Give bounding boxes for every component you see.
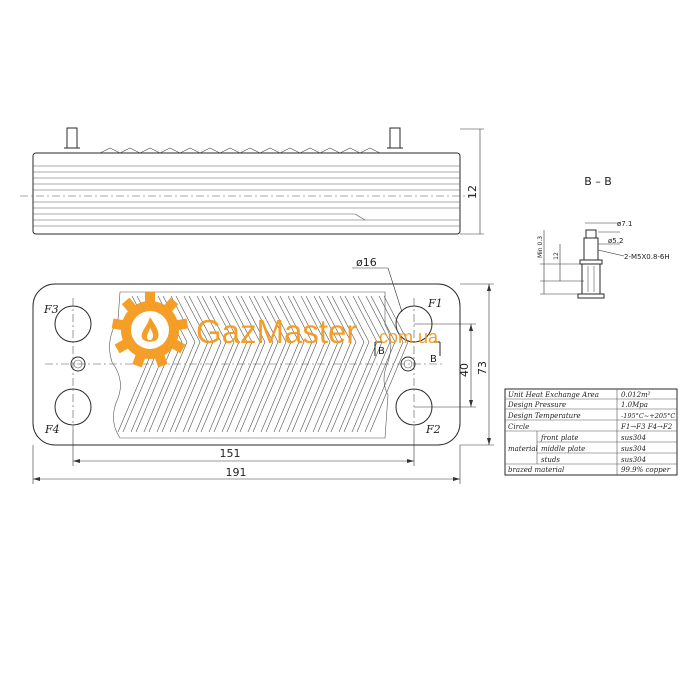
chevron-stroke (304, 295, 344, 433)
spec-value-studs: sus304 (621, 456, 646, 464)
dimensions: 151 191 40 73 (32, 283, 494, 484)
chevron-stroke (156, 295, 196, 433)
chevron-stroke (182, 295, 222, 433)
chevron-stroke (187, 295, 227, 433)
spec-label-area: Unit Heat Exchange Area (508, 391, 599, 399)
section-dim-2: ø5.2 (608, 237, 623, 245)
chevron-stroke (364, 295, 404, 433)
chevron-stroke (200, 295, 240, 433)
dim-40: 40 (458, 363, 471, 377)
stud-left (66, 127, 78, 149)
port-label-f1: F1 (427, 297, 443, 310)
port-label-f3: F3 (43, 303, 59, 316)
spec-sub-front-plate: front plate (540, 434, 579, 442)
spec-value-brazed: 99.9% copper (621, 466, 671, 474)
chevron-stroke (273, 295, 313, 433)
chevron-stroke (278, 295, 318, 433)
spec-value-front-plate: sus304 (621, 434, 646, 442)
section-mark-right: B (430, 354, 437, 365)
chevron-stroke (286, 295, 326, 433)
chevron-stroke (195, 295, 235, 433)
spec-label-pressure: Design Pressure (507, 401, 566, 409)
side-view: 12 (20, 127, 484, 235)
plate-outline (32, 283, 461, 446)
spec-value-area: 0.012m² (621, 391, 651, 399)
chevron-stroke (161, 295, 201, 433)
section-dim-3: 2-M5X0.8-6H (624, 253, 670, 261)
chevron-stroke (351, 295, 391, 433)
port-diameter-label: ø16 (356, 256, 377, 269)
chevron-stroke (299, 295, 339, 433)
side-dim-height: 12 (466, 185, 479, 199)
section-dim-5: 12 (553, 252, 560, 260)
chevron-stroke (317, 295, 357, 433)
corrugation-boundary (109, 291, 392, 439)
dim-191: 191 (226, 466, 247, 479)
spec-value-pressure: 1.0Mpa (621, 401, 648, 409)
dim-151: 151 (220, 447, 241, 460)
chevron-stroke (247, 295, 287, 433)
section-mark-left: B (378, 346, 385, 357)
chevron-stroke (252, 295, 292, 433)
watermark-suffix: .com.ua (374, 327, 439, 347)
dim-73: 73 (476, 361, 489, 375)
chevron-stroke (369, 295, 409, 433)
section-title: B – B (584, 175, 612, 188)
chevron-stroke (356, 295, 396, 433)
spec-value-middle-plate: sus304 (621, 445, 646, 453)
gear-flame-icon (111, 292, 189, 368)
spec-sub-middle-plate: middle plate (541, 445, 585, 453)
port-label-f4: F4 (44, 423, 60, 436)
chevron-stroke (213, 295, 253, 433)
chevron-stroke (325, 295, 365, 433)
chevron-stroke (208, 295, 248, 433)
chevron-stroke (330, 295, 370, 433)
side-body (32, 152, 461, 235)
chevron-stroke (265, 295, 305, 433)
spec-label-material: material (508, 445, 538, 453)
spec-label-circle: Circle (508, 423, 529, 431)
spec-value-circle: F1→F3 F4→F2 (620, 423, 673, 431)
section-dim-4: Min 0.3 (537, 236, 544, 258)
spec-label-brazed: brazed material (508, 466, 564, 474)
section-dim-1: ø7.1 (617, 220, 632, 228)
chevron-stroke (312, 295, 352, 433)
port-label-f2: F2 (425, 423, 441, 436)
chevron-stroke (239, 295, 279, 433)
front-view: F3 F1 F4 F2 B B ø16 (32, 256, 461, 446)
chevron-stroke (169, 295, 209, 433)
spec-label-temperature: Design Temperature (507, 412, 581, 420)
chevron-stroke (174, 295, 214, 433)
gazmaster-watermark: GazMaster .com.ua (111, 292, 439, 368)
stud-right (389, 127, 401, 149)
chevron-stroke (221, 295, 261, 433)
chevron-stroke (234, 295, 274, 433)
spec-sub-studs: studs (541, 456, 560, 464)
section-stud (583, 237, 599, 261)
plate-corrugation-edge (99, 147, 381, 154)
chevron-stroke (226, 295, 266, 433)
section-view: B – B ø7.1 ø5.2 2-M5X0.8-6H Min 0.3 12 (537, 175, 670, 299)
watermark-brand: GazMaster (196, 313, 357, 350)
chevron-stroke (291, 295, 331, 433)
chevron-stroke (260, 295, 300, 433)
spec-value-temperature: -195°C~+205°C (621, 412, 675, 420)
spec-table: Unit Heat Exchange Area 0.012m² Design P… (504, 388, 678, 476)
